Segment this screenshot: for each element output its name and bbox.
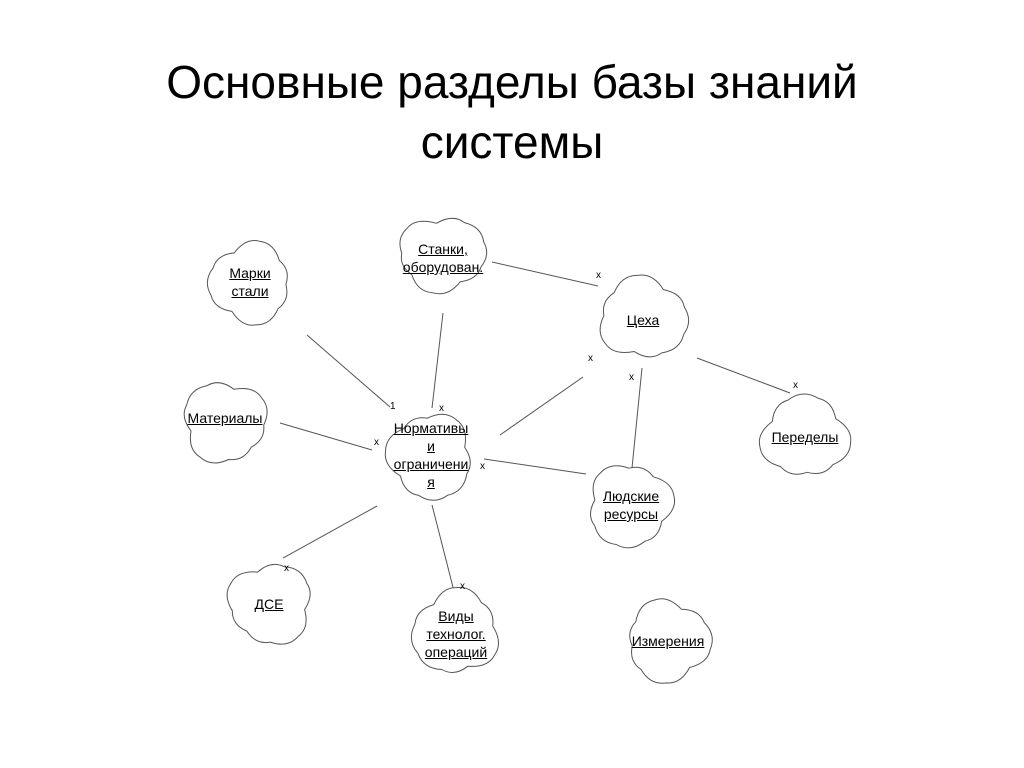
node-peredely-label: Переделы	[772, 428, 839, 446]
node-stanki-label-line-1: Станки,	[418, 241, 468, 257]
node-peredely-label-line-1: Переделы	[771, 429, 839, 445]
cloud-vidy	[410, 586, 499, 673]
cloud-peredely	[758, 393, 852, 475]
cloud-lyudskie	[590, 465, 676, 549]
cloud-materialy	[183, 382, 268, 464]
node-vidy-label-line-3: операций	[424, 644, 488, 660]
node-lyudskie-label-line-2: ресурсы	[603, 506, 659, 522]
connector-tseha-peredely	[696, 357, 791, 394]
connector-normativy-tseha	[499, 376, 584, 436]
connector-stanki-tseha	[491, 261, 599, 287]
node-marki-label-line-2: стали	[231, 283, 269, 299]
slide-title: Основные разделы базы знаний системы	[0, 52, 1024, 172]
cloud-tseha	[599, 274, 690, 358]
node-dse-label-line-1: ДСЕ	[254, 596, 284, 612]
node-tseha-label-line-1: Цеха	[626, 312, 660, 328]
node-izmereniya-label-line-1: Измерения	[631, 633, 705, 649]
node-materialy-label-line-1: Материалы	[187, 410, 263, 426]
connector-normativy-stanki	[431, 312, 444, 409]
connector-normativy-dse	[282, 505, 378, 559]
connection-lines	[279, 261, 791, 596]
node-vidy-label-line-1: Виды	[438, 608, 474, 624]
connector-normativy-materialy	[279, 422, 373, 451]
node-stanki-label-line-2: оборудован.	[402, 259, 484, 275]
mark-tseha-left: x	[588, 353, 593, 364]
node-stanki-label: Станки, оборудован.	[403, 240, 483, 276]
cloud-marki	[206, 240, 288, 326]
node-izmereniya-label: Измерения	[632, 632, 705, 650]
node-tseha-label: Цеха	[627, 311, 659, 329]
cloud-normativy	[384, 413, 471, 501]
node-normativy-label: Нормативы и ограничени я	[394, 419, 469, 491]
cloud-stanki	[399, 217, 488, 295]
mark-dse-top: x	[284, 563, 289, 574]
node-lyudskie-label-line-1: Людские	[602, 488, 660, 504]
slide-title-line-2: системы	[420, 116, 604, 168]
node-lyudskie-label: Людские ресурсы	[603, 487, 659, 523]
node-marki-label: Марки стали	[229, 264, 270, 300]
connector-normativy-vidy	[431, 504, 456, 596]
mark-normativy-right: x	[480, 461, 485, 472]
mark-normativy-left: x	[374, 437, 379, 448]
node-normativy-label-line-3: ограничени	[393, 456, 469, 472]
node-vidy-label-line-2: технолог.	[426, 626, 486, 642]
node-vidy-label: Виды технолог. операций	[425, 607, 487, 661]
mark-normativy-one: 1	[390, 401, 396, 412]
node-normativy-label-line-2: и	[427, 438, 435, 454]
connector-tseha-lyudskie	[631, 367, 643, 469]
mark-peredely-top: x	[793, 380, 798, 391]
node-materialy-label: Материалы	[188, 409, 263, 427]
mark-tseha-bottom: x	[629, 372, 634, 383]
mark-normativy-top: x	[439, 403, 444, 414]
connector-normativy-lyudskie	[483, 458, 587, 475]
cloud-izmereniya	[629, 598, 713, 684]
node-normativy-label-line-4: я	[427, 474, 435, 490]
node-marki-label-line-1: Марки	[229, 265, 271, 281]
node-normativy-label-line-1: Нормативы	[393, 420, 469, 436]
mark-stanki-tseha: x	[596, 270, 601, 281]
mark-vidy-top: x	[460, 581, 465, 592]
cloud-nodes	[183, 217, 852, 684]
connector-normativy-marki	[306, 334, 391, 408]
node-dse-label: ДСЕ	[255, 595, 284, 613]
cloud-dse	[226, 563, 311, 645]
slide-title-line-1: Основные разделы базы знаний	[166, 56, 858, 108]
